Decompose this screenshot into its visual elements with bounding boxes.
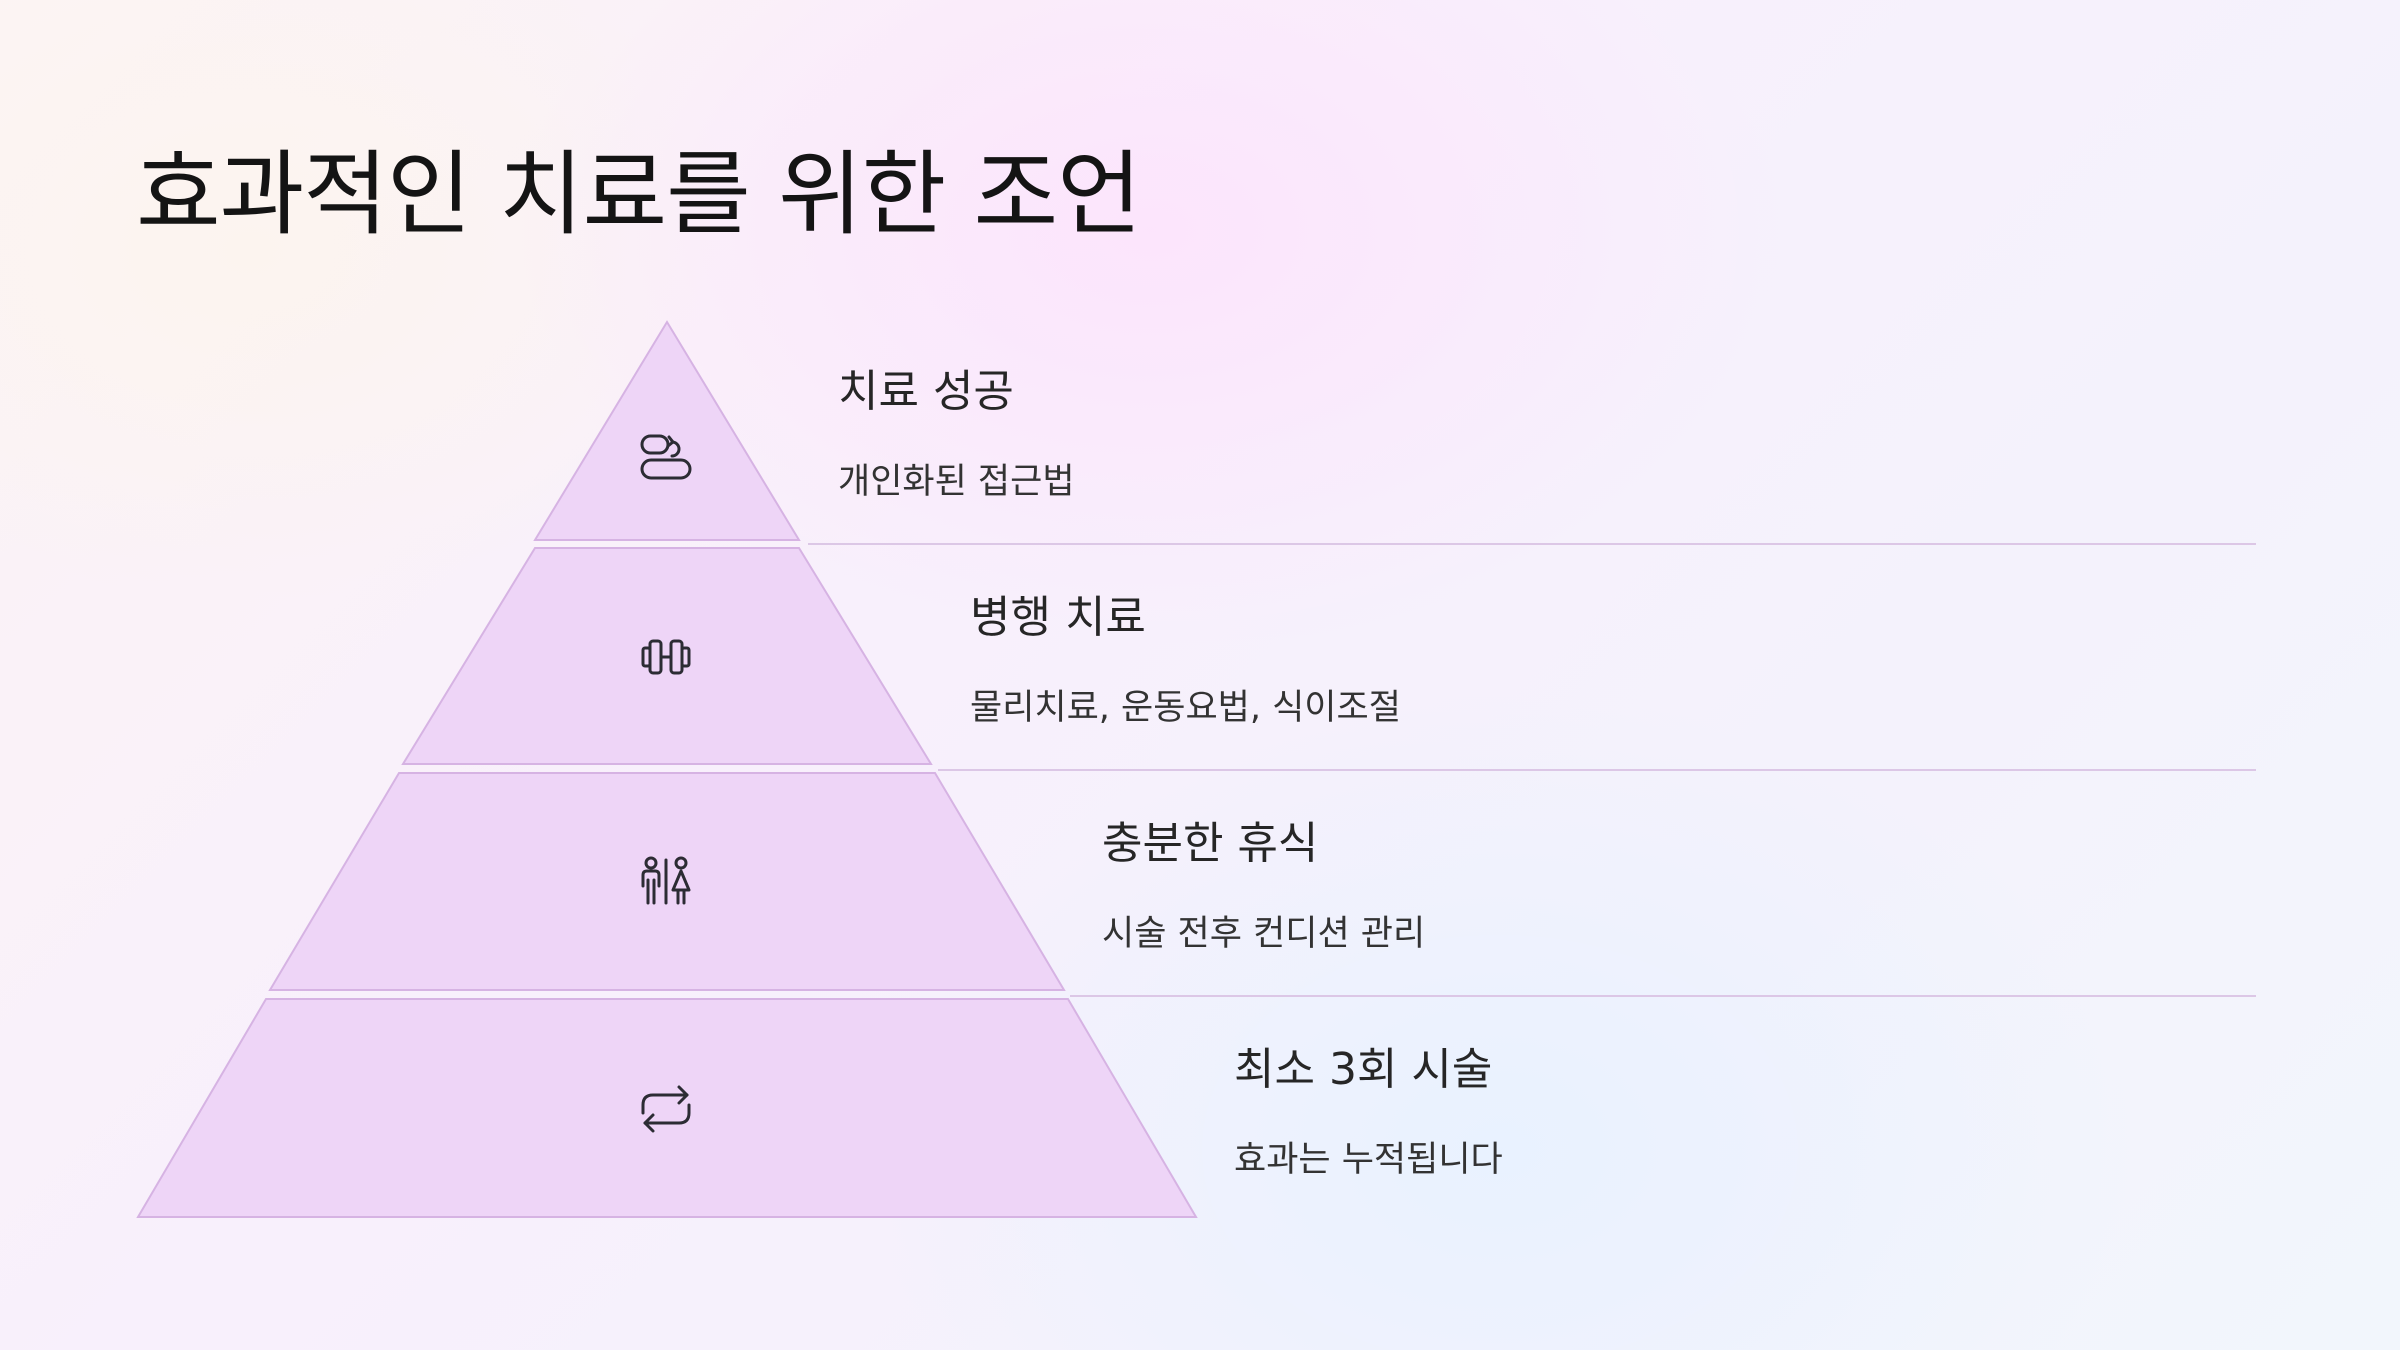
page-title: 효과적인 치료를 위한 조언 xyxy=(136,141,1142,248)
dumbbell-icon xyxy=(641,639,691,675)
level-heading: 최소 3회 시술 xyxy=(1234,1044,1493,1095)
pyramid-tier-1 xyxy=(533,320,801,541)
level-description: 시술 전후 컨디션 관리 xyxy=(1102,914,1426,954)
level-description: 개인화된 접근법 xyxy=(838,462,1075,502)
people-icon xyxy=(641,856,691,905)
pill-refresh-icon xyxy=(640,434,692,480)
pyramid-tier-4 xyxy=(136,998,1198,1218)
level-1-text: 치료 성공 개인화된 접근법 xyxy=(838,355,1075,504)
level-2-text: 병행 치료 물리치료, 운동요법, 식이조절 xyxy=(970,581,1401,730)
level-3-text: 충분한 휴식 시술 전후 컨디션 관리 xyxy=(1102,807,1425,956)
repeat-icon xyxy=(641,1085,691,1133)
level-description: 물리치료, 운동요법, 식이조절 xyxy=(970,688,1401,728)
level-description: 효과는 누적됩니다 xyxy=(1234,1140,1503,1180)
level-heading: 치료 성공 xyxy=(838,366,1014,417)
level-4-text: 최소 3회 시술 효과는 누적됩니다 xyxy=(1234,1033,1503,1182)
level-heading: 충분한 휴식 xyxy=(1102,818,1319,869)
level-heading: 병행 치료 xyxy=(970,592,1146,643)
